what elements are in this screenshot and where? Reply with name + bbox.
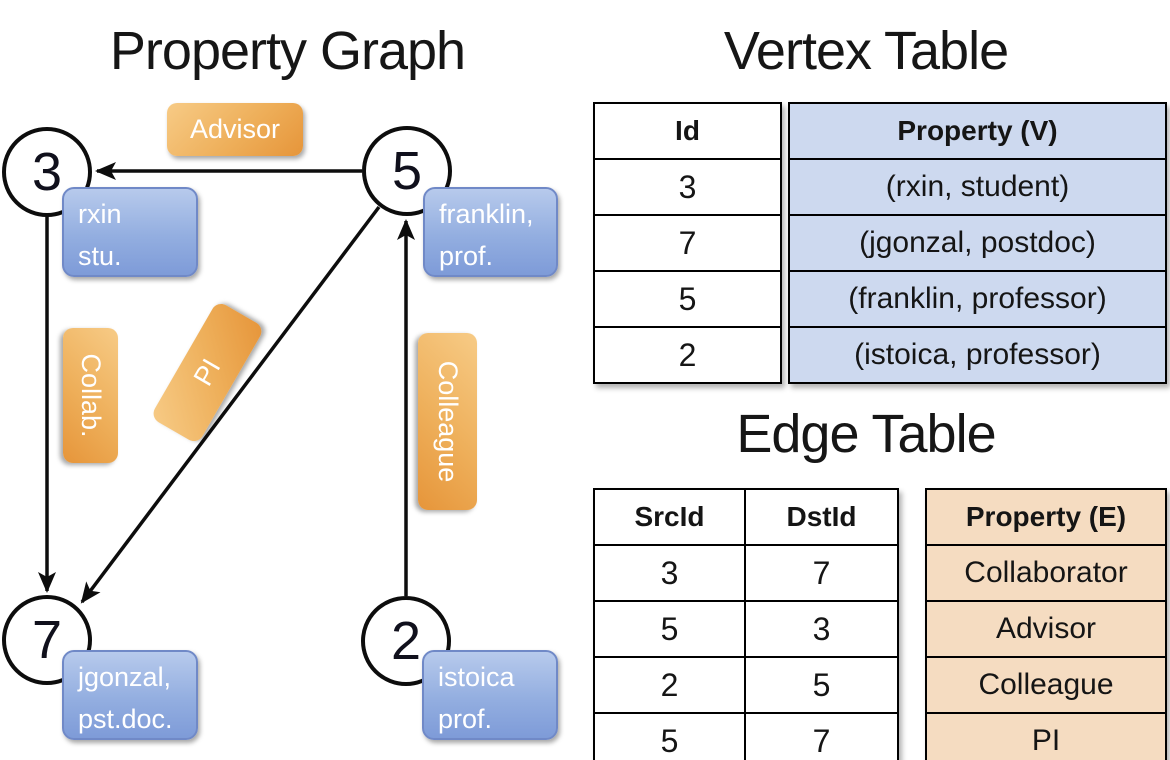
edge-arrow-5-to-7 — [80, 205, 381, 604]
vertex-property-cell: (rxin, student) — [788, 158, 1167, 216]
graph-title: Property Graph — [109, 21, 466, 81]
edge-src-dst-table: SrcId DstId 3 7 5 3 2 5 5 7 — [593, 488, 899, 760]
edge-dst-cell: 5 — [744, 656, 899, 714]
vertex-property-box-7: jgonzal, pst.doc. — [62, 650, 198, 740]
vertex-property-line: jgonzal, — [78, 662, 172, 692]
node-3-id: 3 — [31, 142, 63, 202]
vertex-property-box-2: istoica prof. — [422, 650, 558, 740]
vertex-property-line: pst.doc. — [78, 704, 173, 734]
edge-table-title: Edge Table — [736, 404, 996, 464]
edge-label-advisor: Advisor — [167, 103, 303, 156]
edge-dst-cell: 3 — [744, 600, 899, 658]
vertex-property-line: rxin — [78, 199, 122, 229]
edge-property-cell: Advisor — [925, 600, 1167, 658]
edge-label-colleague: Colleague — [418, 333, 477, 510]
edge-property-header: Property (E) — [925, 488, 1167, 546]
edge-property-cell: Collaborator — [925, 544, 1167, 602]
vertex-property-box-5: franklin, prof. — [423, 187, 558, 277]
edge-property-cell: Colleague — [925, 656, 1167, 714]
edge-src-cell: 5 — [593, 712, 746, 760]
vertex-property-line: franklin, — [439, 199, 534, 229]
node-2-id: 2 — [390, 611, 422, 671]
edge-dst-cell: 7 — [744, 712, 899, 760]
vertex-property-line: prof. — [438, 704, 493, 734]
vertex-property-box-3: rxin stu. — [62, 187, 198, 277]
vertex-table-title: Vertex Table — [723, 21, 1009, 81]
graph-node-5: 5 — [362, 126, 452, 216]
edge-src-cell: 2 — [593, 656, 746, 714]
graph-node-2: 2 — [361, 596, 451, 686]
vertex-id-cell: 2 — [593, 326, 782, 384]
vertex-property-header: Property (V) — [788, 102, 1167, 160]
vertex-property-cell: (istoica, professor) — [788, 326, 1167, 384]
vertex-id-header: Id — [593, 102, 782, 160]
edge-src-cell: 5 — [593, 600, 746, 658]
vertex-property-line: istoica — [438, 662, 515, 692]
edge-src-cell: 3 — [593, 544, 746, 602]
node-5-id: 5 — [391, 141, 423, 201]
vertex-id-cell: 5 — [593, 270, 782, 328]
edge-dst-cell: 7 — [744, 544, 899, 602]
vertex-property-line: stu. — [78, 241, 122, 271]
vertex-id-table: Id 3 7 5 2 — [593, 102, 782, 384]
vertex-id-cell: 7 — [593, 214, 782, 272]
edge-property-cell: PI — [925, 712, 1167, 760]
vertex-property-table: Property (V) (rxin, student) (jgonzal, p… — [788, 102, 1167, 384]
node-7-id: 7 — [31, 610, 63, 670]
vertex-property-line: prof. — [439, 241, 494, 271]
edge-src-header: SrcId — [593, 488, 746, 546]
edge-property-table: Property (E) Collaborator Advisor Collea… — [925, 488, 1167, 760]
vertex-property-cell: (jgonzal, postdoc) — [788, 214, 1167, 272]
graph-edges-layer — [38, 162, 415, 604]
vertex-id-cell: 3 — [593, 158, 782, 216]
vertex-property-cell: (franklin, professor) — [788, 270, 1167, 328]
edge-dst-header: DstId — [744, 488, 899, 546]
edge-label-collab: Collab. — [63, 328, 118, 463]
